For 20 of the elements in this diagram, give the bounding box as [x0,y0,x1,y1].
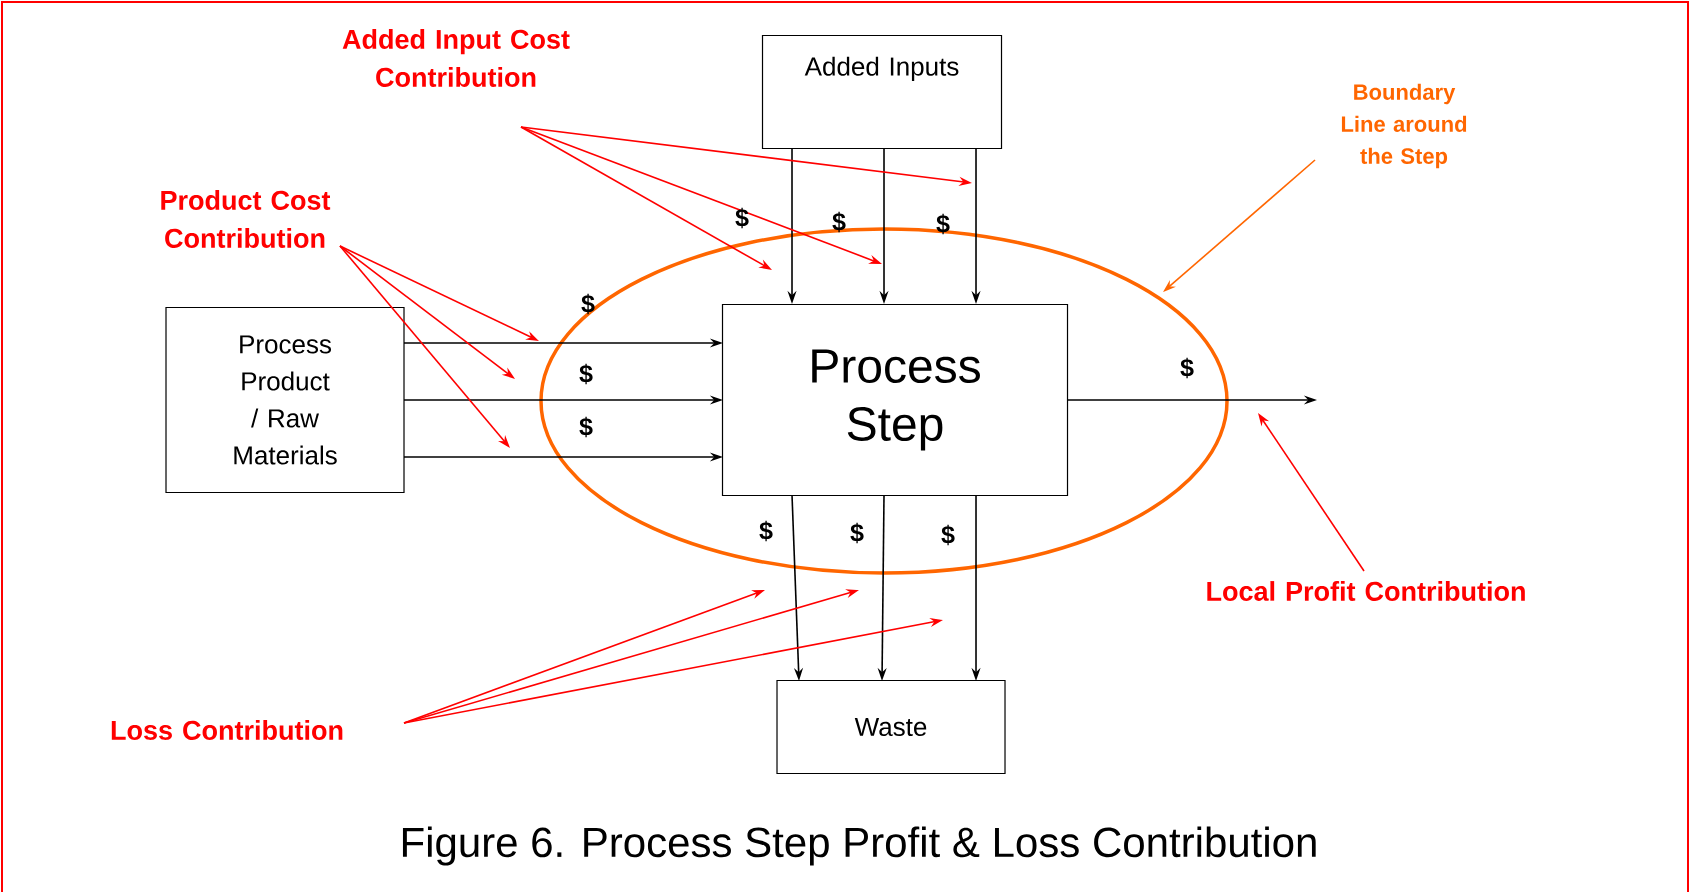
callout-text: Local Profit Contribution [1207,581,1525,601]
callout-text: Boundary Line around the Step [1341,83,1467,169]
dollar-sign: $ [1180,357,1194,379]
process-box: Waste [776,679,1006,775]
dollar-sign: $ [941,524,955,546]
callout-text: Added Input Cost Contribution [342,29,570,87]
dollar-sign: $ [581,293,595,315]
dollar-sign: $ [579,363,593,385]
process-box: Process Product / Raw Materials [165,306,405,494]
caption: Figure 6. Process Step Profit & Loss Contribution [402,826,1316,866]
process-box: Process Step [721,303,1069,497]
dollar-sign: $ [936,213,950,235]
dollar-sign: $ [832,211,846,233]
process-box: Added Inputs [761,34,1003,150]
dollar-sign: $ [759,520,773,542]
callout-text: Product Cost Contribution [161,190,331,248]
callout-text: Loss Contribution [111,720,343,740]
dollar-sign: $ [735,207,749,229]
dollar-sign: $ [850,522,864,544]
dollar-sign: $ [579,416,593,438]
